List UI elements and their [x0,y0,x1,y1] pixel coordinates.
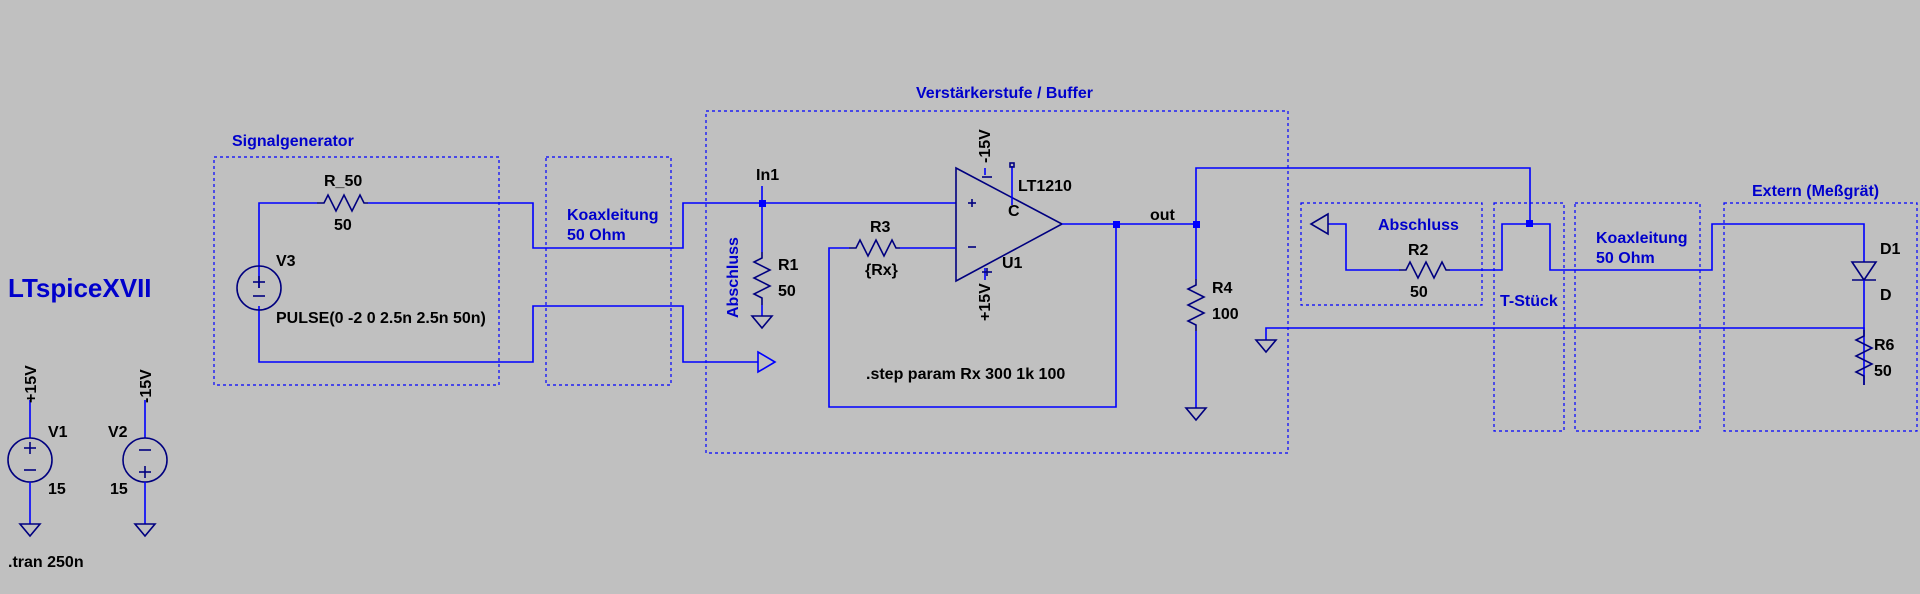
r4-name: R4 [1212,280,1233,297]
feedback-wires [828,221,1196,408]
ground-return [1254,327,1865,385]
r3-name: R3 [870,219,891,236]
step-directive: .step param Rx 300 1k 100 [866,366,1065,383]
abschluss-box [1300,202,1483,306]
signalgenerator-box [213,156,500,386]
v3-source [236,265,282,311]
signalgenerator-wires [258,202,762,363]
region-buffer: Verstärkerstufe / Buffer [916,85,1093,102]
d1-diode [1850,261,1878,330]
v2-name: V2 [108,424,128,441]
r6-name: R6 [1874,337,1895,354]
r50-resistor [317,193,368,213]
r6-value: 50 [1874,363,1892,380]
out-label: out [1150,207,1176,224]
u1-name: U1 [1002,255,1023,272]
r3-value: {Rx} [865,262,898,279]
r1-value: 50 [778,283,796,300]
r2-resistor [1309,212,1450,280]
v3-name: V3 [276,253,296,270]
koax2-box [1574,202,1701,432]
r3-resistor [849,238,900,258]
r6-resistor [1854,330,1874,385]
v1-value: 15 [48,481,66,498]
tstueck-box [1493,202,1565,432]
v1-net: +15V [23,365,40,403]
region-tstueck: T-Stück [1500,293,1558,310]
r1-name: R1 [778,257,799,274]
ground-arrow-input [757,350,777,374]
r50-value: 50 [334,217,352,234]
r50-name: R_50 [324,173,362,190]
u1-model: LT1210 [1018,178,1072,195]
v1-name: V1 [48,424,68,441]
v3-value: PULSE(0 -2 0 2.5n 2.5n 50n) [276,310,486,327]
v1-source [7,400,53,538]
region-abschluss-vertical: Abschluss [725,237,742,318]
output-wires [1195,167,1865,271]
r1-resistor [750,186,774,330]
v2-net: -15V [138,369,155,403]
region-extern: Extern (Meßgrät) [1752,183,1879,200]
buffer-box [705,110,1289,454]
d1-value: D [1880,287,1892,304]
r4-value: 100 [1212,306,1239,323]
v2-value: 15 [110,481,128,498]
r4-resistor [1184,221,1208,422]
extern-box [1723,202,1918,432]
u1-pin-c: C [1008,203,1020,220]
r2-name: R2 [1408,242,1429,259]
u1-vneg: +15V [977,283,994,321]
d1-name: D1 [1880,241,1901,258]
u1-opamp [955,162,1064,283]
region-signalgenerator: Signalgenerator [232,133,354,150]
region-abschluss-box: Abschluss [1378,217,1459,234]
v2-source [122,400,168,538]
r2-value: 50 [1410,284,1428,301]
koax1-box [545,156,672,386]
tran-directive: .tran 250n [8,554,84,571]
u1-vpos: -15V [977,129,994,163]
in1-label: In1 [756,167,779,184]
app-label: LTspiceXVII [8,273,152,303]
